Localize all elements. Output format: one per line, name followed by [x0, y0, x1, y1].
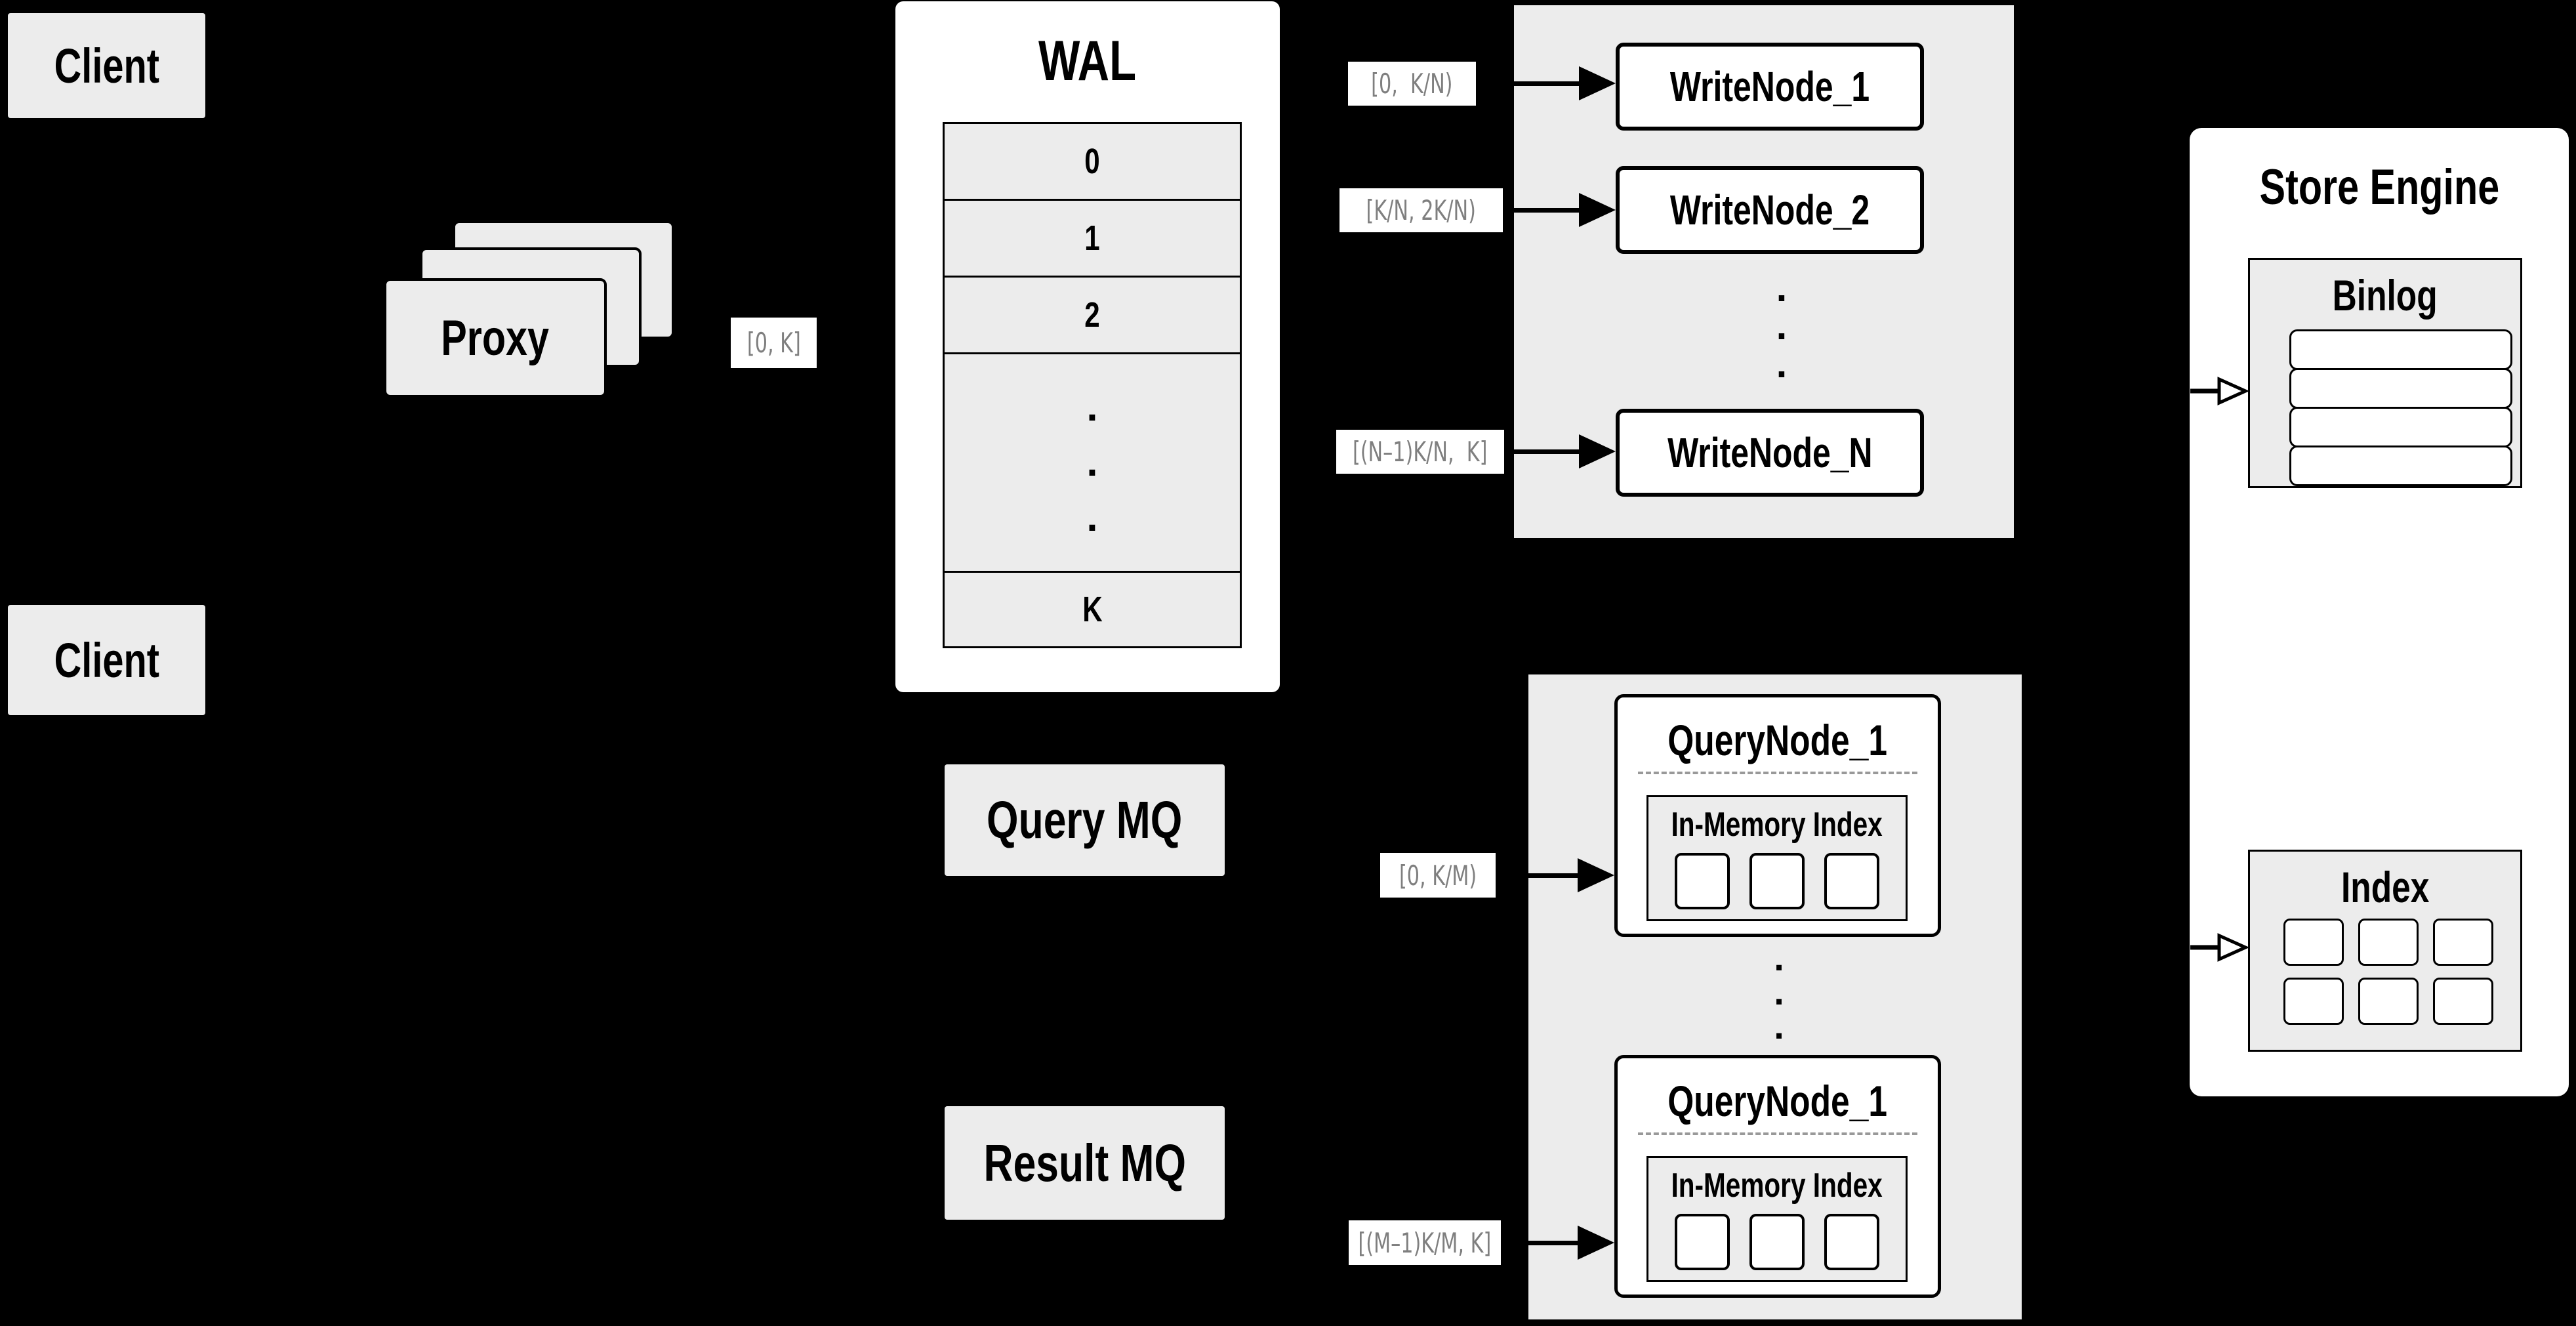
write-node-2: WriteNode_2 — [1616, 166, 1924, 254]
wal-ellipsis-row: . . . — [943, 352, 1242, 573]
memory-index-cell — [1675, 853, 1730, 909]
memory-index-cell — [1824, 853, 1879, 909]
memory-index-cell — [1824, 1214, 1879, 1270]
memory-index-cells — [1675, 1214, 1879, 1270]
write-node-1: WriteNode_1 — [1616, 43, 1924, 131]
wal-segment-row: 1 — [943, 199, 1242, 278]
vertical-ellipsis: . . . — [1774, 937, 1784, 1046]
range-label-query-1: [0, K/M) — [1380, 853, 1496, 898]
proxy-label: Proxy — [441, 310, 550, 366]
index-title: Index — [2341, 863, 2430, 911]
query-node-2-title: QueryNode_1 — [1667, 1077, 1888, 1125]
arrow-to-write-node-2 — [1503, 208, 1583, 213]
index-cell — [2433, 919, 2493, 966]
index-cell — [2358, 919, 2419, 966]
in-memory-index-title: In-Memory Index — [1671, 1167, 1883, 1205]
in-memory-index-title: In-Memory Index — [1671, 806, 1883, 844]
index-cell — [2283, 978, 2344, 1025]
dashed-divider — [1638, 1132, 1917, 1135]
binlog-rows — [2289, 329, 2512, 486]
client-box-top: Client — [8, 13, 205, 118]
index-cells — [2283, 919, 2493, 1025]
wal-segment-row: 0 — [943, 122, 1242, 201]
query-node-1-title: QueryNode_1 — [1667, 716, 1888, 764]
query-mq-box: Query MQ — [945, 764, 1225, 876]
open-arrow-to-binlog-icon — [2190, 377, 2248, 405]
store-engine-title: Store Engine — [2259, 159, 2499, 215]
arrow-head-icon — [1578, 858, 1614, 892]
arrow-head-icon — [1579, 434, 1616, 468]
binlog-row — [2289, 368, 2512, 409]
arrow-head-icon — [1579, 66, 1616, 100]
binlog-title: Binlog — [2332, 271, 2438, 320]
open-arrow-to-index-icon — [2190, 933, 2248, 962]
arrow-head-icon — [1579, 193, 1616, 227]
index-cell — [2433, 978, 2493, 1025]
arrow-to-query-node-m — [1501, 1241, 1582, 1245]
range-label-write-n: [(N–1)K/N, K] — [1336, 430, 1504, 474]
arrow-to-write-node-1 — [1476, 81, 1583, 86]
arrow-to-query-node-1 — [1496, 873, 1582, 878]
wal-title: WAL — [1038, 29, 1137, 93]
range-label-query-m: [(M–1)K/M, K] — [1349, 1220, 1501, 1265]
memory-index-cell — [1675, 1214, 1730, 1270]
memory-index-cell — [1749, 1214, 1805, 1270]
wal-segment-row: K — [943, 571, 1242, 648]
client-box-bottom: Client — [8, 605, 205, 715]
result-mq-box: Result MQ — [945, 1106, 1225, 1220]
range-label-write-1: [0, K/N) — [1348, 62, 1476, 106]
vertical-ellipsis: . . . — [1776, 266, 1788, 386]
range-label-proxy-out: [0, K] — [731, 318, 817, 368]
index-cell — [2358, 978, 2419, 1025]
binlog-row — [2289, 445, 2512, 486]
arrow-to-write-node-n — [1504, 449, 1583, 454]
dashed-divider — [1638, 772, 1917, 774]
client-bottom-label: Client — [54, 632, 159, 688]
index-cell — [2283, 919, 2344, 966]
proxy-box: Proxy — [384, 278, 607, 398]
binlog-row — [2289, 407, 2512, 447]
wal-segment-table: 0 1 2 . . . K — [943, 122, 1242, 648]
write-node-n: WriteNode_N — [1616, 409, 1924, 497]
vertical-ellipsis: . . . — [1086, 384, 1098, 540]
binlog-row — [2289, 329, 2512, 370]
arrow-head-icon — [1578, 1226, 1614, 1260]
memory-index-cells — [1675, 853, 1879, 909]
wal-segment-row: 2 — [943, 276, 1242, 354]
memory-index-cell — [1749, 853, 1805, 909]
client-top-label: Client — [54, 38, 159, 93]
range-label-write-2: [K/N, 2K/N) — [1339, 188, 1503, 232]
